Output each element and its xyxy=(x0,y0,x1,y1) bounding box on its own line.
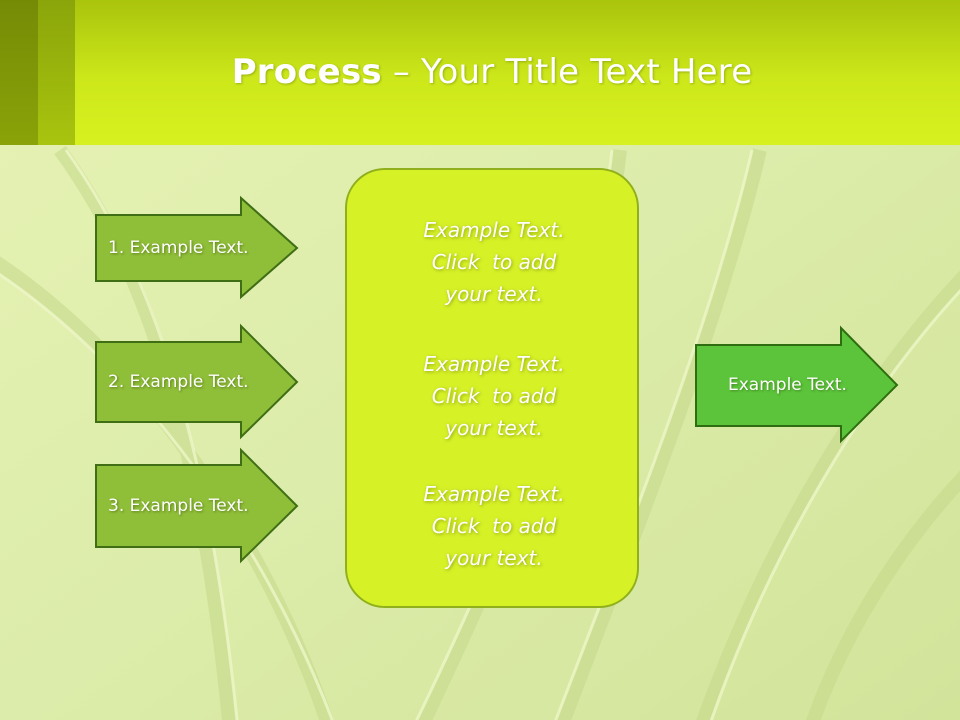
block-line: Click to add xyxy=(431,384,557,408)
title-rest: – Your Title Text Here xyxy=(381,52,753,92)
arrow-shape xyxy=(695,325,899,444)
output-label: Example Text. xyxy=(728,375,847,395)
step-arrow-1[interactable]: 1. Example Text. xyxy=(95,195,299,300)
step-arrow-2[interactable]: 2. Example Text. xyxy=(95,323,299,440)
slide-title[interactable]: Process – Your Title Text Here xyxy=(0,52,960,92)
center-text-box[interactable]: Example Text. Click to add your text. Ex… xyxy=(345,168,639,608)
step-arrow-3[interactable]: 3. Example Text. xyxy=(95,447,299,564)
block-line: Example Text. xyxy=(423,352,565,376)
header-band xyxy=(0,0,960,145)
center-text-block-1: Example Text. Click to add your text. xyxy=(347,214,641,310)
title-bold: Process xyxy=(231,52,382,92)
center-text-block-3: Example Text. Click to add your text. xyxy=(347,478,641,574)
block-line: Click to add xyxy=(431,250,557,274)
block-line: Click to add xyxy=(431,514,557,538)
block-line: your text. xyxy=(445,282,543,306)
block-line: your text. xyxy=(445,546,543,570)
arrow-shape xyxy=(95,447,299,564)
block-line: your text. xyxy=(445,416,543,440)
step-label: 1. Example Text. xyxy=(108,238,249,258)
arrow-shape xyxy=(95,195,299,300)
output-arrow[interactable]: Example Text. xyxy=(695,325,899,444)
header-stripe-dark xyxy=(0,0,38,145)
block-line: Example Text. xyxy=(423,218,565,242)
header-stripe-mid xyxy=(38,0,75,145)
block-line: Example Text. xyxy=(423,482,565,506)
step-label: 3. Example Text. xyxy=(108,496,249,516)
step-label: 2. Example Text. xyxy=(108,372,249,392)
arrow-shape xyxy=(95,323,299,440)
center-text-block-2: Example Text. Click to add your text. xyxy=(347,348,641,444)
